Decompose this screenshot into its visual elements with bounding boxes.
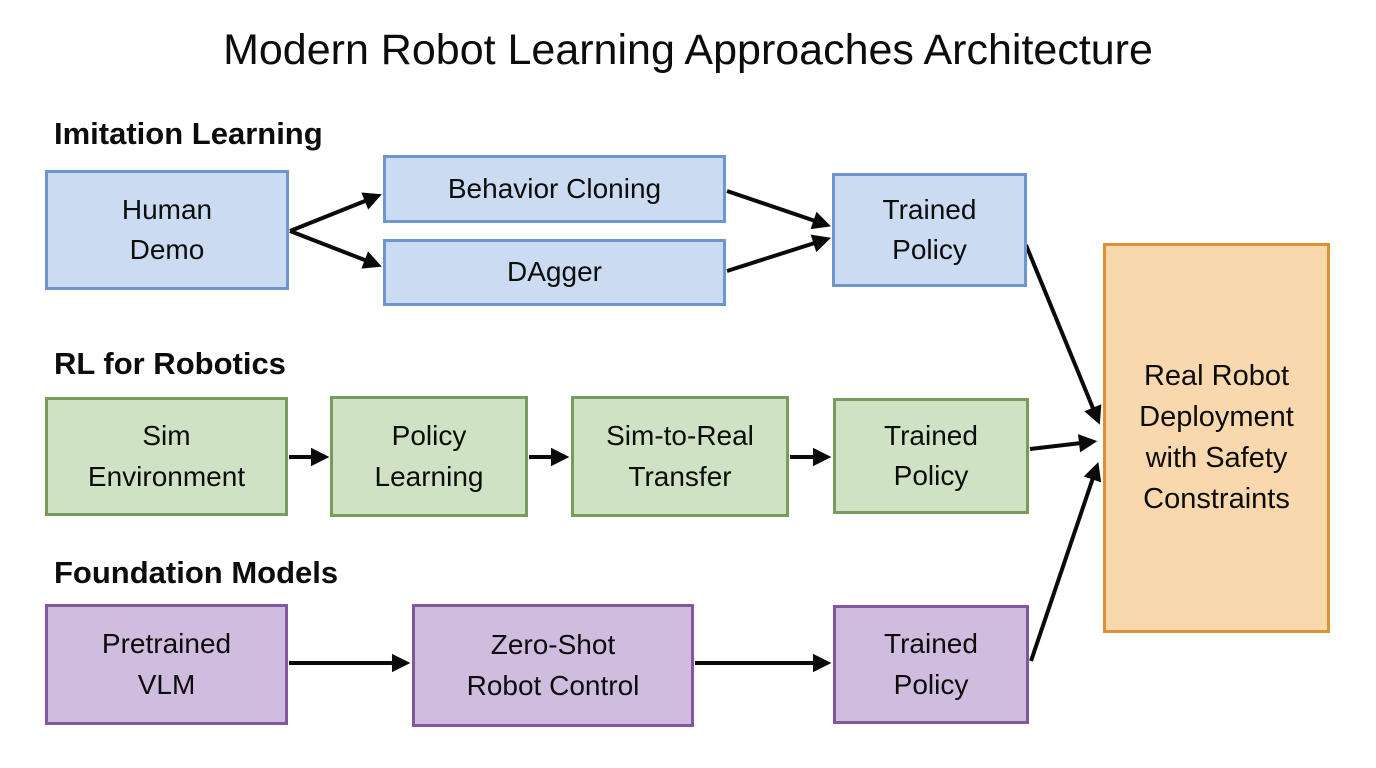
node-policy-learning: Policy Learning bbox=[330, 396, 528, 517]
diagram-title: Modern Robot Learning Approaches Archite… bbox=[223, 26, 1153, 74]
arrow-behavior-cloning-to-trained-policy bbox=[726, 189, 831, 230]
section-heading-rl-for-robotics: RL for Robotics bbox=[54, 346, 286, 381]
node-label: Real Robot Deployment with Safety Constr… bbox=[1139, 359, 1294, 516]
arrow-trained-policy-il-to-deployment bbox=[1024, 244, 1102, 425]
node-real-robot-deployment: Real Robot Deployment with Safety Constr… bbox=[1103, 243, 1330, 633]
node-label: Pretrained VLM bbox=[101, 628, 232, 700]
arrow-trained-policy-rl-to-deployment bbox=[1029, 434, 1098, 453]
node-sim-to-real-transfer: Sim-to-Real Transfer bbox=[571, 396, 789, 517]
node-pretrained-vlm: Pretrained VLM bbox=[45, 604, 288, 725]
node-label: Trained Policy bbox=[884, 419, 978, 491]
node-behavior-cloning: Behavior Cloning bbox=[383, 155, 726, 223]
node-label: DAgger bbox=[507, 256, 602, 288]
arrow-human-demo-to-behavior-cloning bbox=[289, 192, 382, 233]
node-human-demo: Human Demo bbox=[45, 170, 289, 290]
arrow-human-demo-to-dagger bbox=[289, 229, 382, 269]
node-label: Sim-to-Real Transfer bbox=[606, 420, 754, 492]
node-label: Behavior Cloning bbox=[447, 172, 662, 204]
section-heading-imitation-learning: Imitation Learning bbox=[54, 116, 323, 151]
node-label: Trained Policy bbox=[884, 628, 978, 700]
node-dagger: DAgger bbox=[383, 239, 726, 306]
node-sim-environment: Sim Environment bbox=[45, 397, 288, 516]
arrow-trained-policy-fm-to-deployment bbox=[1029, 462, 1102, 662]
node-label: Human Demo bbox=[121, 193, 213, 265]
node-zero-shot-robot-control: Zero-Shot Robot Control bbox=[412, 604, 694, 727]
node-trained-policy-imitation: Trained Policy bbox=[832, 173, 1027, 287]
node-trained-policy-rl: Trained Policy bbox=[833, 398, 1029, 514]
node-label: Zero-Shot Robot Control bbox=[466, 629, 640, 701]
node-trained-policy-foundation: Trained Policy bbox=[833, 605, 1029, 724]
node-label: Sim Environment bbox=[87, 420, 246, 492]
section-heading-foundation-models: Foundation Models bbox=[54, 555, 339, 590]
node-label: Trained Policy bbox=[882, 193, 977, 265]
arrow-dagger-to-trained-policy bbox=[726, 234, 832, 273]
node-label: Policy Learning bbox=[374, 420, 484, 492]
